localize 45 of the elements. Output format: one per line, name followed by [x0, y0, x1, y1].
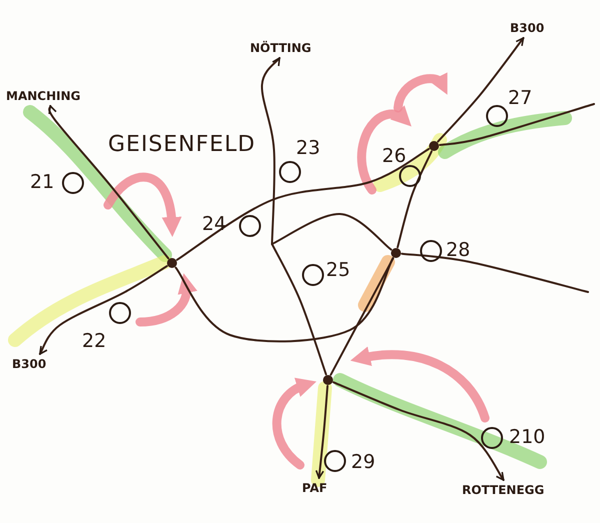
stop-number: 24 [202, 214, 226, 234]
stop-circle [486, 105, 508, 127]
place-name: MANCHING [6, 88, 80, 104]
stop-number: 28 [446, 240, 470, 260]
road-line [332, 381, 505, 481]
stop-circle [420, 240, 442, 262]
junction-dot [323, 375, 333, 385]
stop-circle [302, 264, 324, 286]
stop-circle [239, 215, 261, 237]
road-line [437, 37, 524, 143]
stop-number: 210 [509, 427, 546, 447]
road-line [174, 257, 394, 342]
stop-circle [279, 161, 301, 183]
road-line [271, 243, 328, 376]
stop-number: 26 [382, 146, 406, 166]
stop-number: 21 [30, 172, 54, 192]
place-name: B300 [510, 20, 544, 36]
junction-dot [167, 258, 177, 268]
place-name: B300 [12, 356, 46, 372]
road-line [271, 213, 392, 251]
place-name: NÖTTING [250, 40, 312, 56]
stop-number: 23 [296, 138, 320, 158]
road-line [46, 105, 170, 260]
junction-dot [391, 248, 401, 258]
road-line [330, 257, 394, 376]
stop-circle [324, 450, 346, 472]
stop-circle [481, 427, 503, 449]
road-line [38, 265, 168, 355]
junction-dot [429, 141, 439, 151]
town-name: GEISENFELD [108, 132, 256, 157]
stop-number: 22 [82, 331, 106, 351]
stop-number: 25 [326, 260, 350, 280]
road-line [396, 150, 433, 248]
stop-circle [109, 302, 131, 324]
stop-number: 27 [508, 88, 532, 108]
place-name: PAF [302, 480, 328, 496]
stop-circle [62, 172, 84, 194]
stop-number: 29 [351, 452, 376, 472]
road-line [400, 252, 589, 293]
road-line [438, 103, 595, 146]
place-name: ROTTENEGG [462, 482, 544, 498]
road-line [176, 148, 430, 261]
stop-circle [399, 165, 421, 187]
road-line [261, 57, 281, 245]
road-line [315, 384, 329, 479]
